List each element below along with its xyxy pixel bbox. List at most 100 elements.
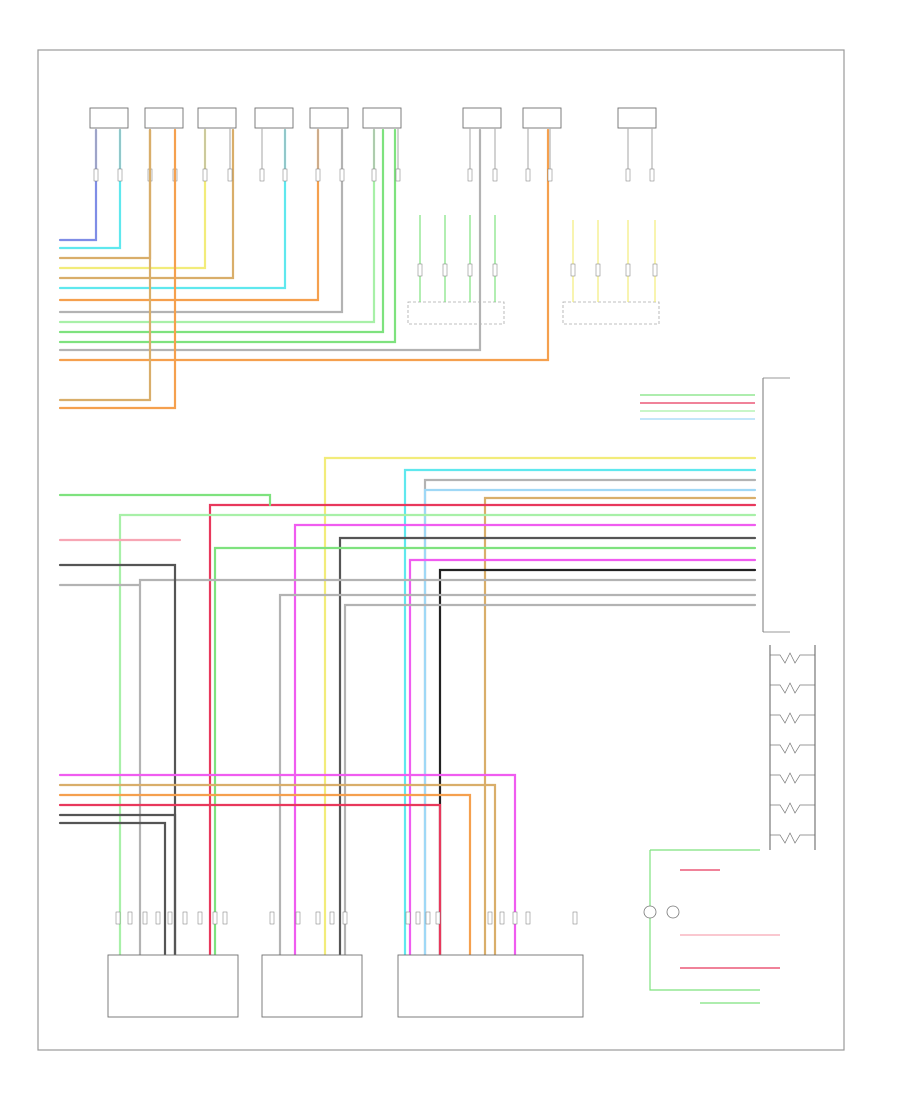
wire [58,128,152,260]
speaker-sub-tweeter [309,107,349,129]
speaker-right-front [362,107,402,129]
speaker-center-tweeter [144,107,184,129]
resistor [770,802,815,814]
wire [293,523,757,957]
terminal-pin [487,911,493,925]
terminal-pin [625,168,631,182]
terminal-pin [625,263,631,277]
terminal-pin [212,911,218,925]
speaker-right-rear [462,107,502,129]
terminal-pin [202,168,208,182]
terminal-pin [525,168,531,182]
wire [58,783,497,957]
wire [649,850,760,991]
terminal-pin [499,911,505,925]
wire [58,128,152,402]
wire [208,503,757,957]
wire [423,478,757,957]
terminal-pin [572,911,578,925]
diagram-frame [37,49,845,1051]
terminal-pin [512,911,518,925]
module-audio-input [261,954,363,1018]
resistor [770,682,815,694]
wire [58,773,517,957]
wire [58,128,320,302]
connector-box-right-floor [407,301,505,325]
terminal-pin [339,168,345,182]
wire [213,546,757,957]
terminal-pin [115,911,121,925]
wire [278,593,757,957]
wire [58,128,344,314]
speaker-rear-center [254,107,294,129]
wire [323,456,757,957]
module-front-control [107,954,239,1018]
speaker-right-side [522,107,562,129]
resistor [770,742,815,754]
terminal-pin [315,911,321,925]
terminal-pin [649,168,655,182]
module-radio-receiver [397,954,584,1018]
terminal-pin [197,911,203,925]
terminal-pin [547,168,553,182]
steering-clockspring [643,905,680,919]
terminal-pin [295,911,301,925]
wire [58,793,472,957]
wire [343,603,757,957]
wire [58,128,287,290]
amplifier-module [762,377,790,633]
terminal-pin [282,168,288,182]
wire [338,536,757,957]
wire [438,568,757,957]
speaker-left-side [617,107,657,129]
terminal-pin [259,168,265,182]
terminal-pin [425,911,431,925]
terminal-pin [315,168,321,182]
terminal-pin [227,168,233,182]
wire [58,803,442,957]
terminal-pin [525,911,531,925]
terminal-pin [269,911,275,925]
speaker-left-rear [197,107,237,129]
wire [58,128,98,242]
speaker-left-front [89,107,129,129]
wire [58,128,482,352]
wire [58,128,550,362]
wire [58,128,385,334]
terminal-pin [222,911,228,925]
steering-switch-ladder [770,652,815,844]
wire [58,493,272,507]
resistor [770,832,815,844]
wire [403,468,757,957]
terminal-pin [405,911,411,925]
connector-box-left-floor [562,301,660,325]
terminal-pin [167,911,173,925]
resistor [770,772,815,784]
terminal-pin [142,911,148,925]
terminal-pin [155,911,161,925]
resistor [770,712,815,724]
wire [408,558,757,957]
wire [138,578,757,957]
wire-harness [58,128,816,1004]
terminal-pin [492,263,498,277]
terminal-pin [329,911,335,925]
terminal-pin [492,168,498,182]
wire [58,128,376,324]
terminal-pin [371,168,377,182]
wire [58,563,177,957]
wire [58,813,177,957]
terminal-pin [595,263,601,277]
wire [58,821,167,957]
terminal-pin [652,263,658,277]
terminal-pin [395,168,401,182]
wire [483,496,757,957]
resistor [770,652,815,664]
terminal-pin [467,168,473,182]
wire [423,488,757,957]
wire [58,128,235,280]
terminal-pin [93,168,99,182]
terminal-pin [342,911,348,925]
terminal-pin [117,168,123,182]
